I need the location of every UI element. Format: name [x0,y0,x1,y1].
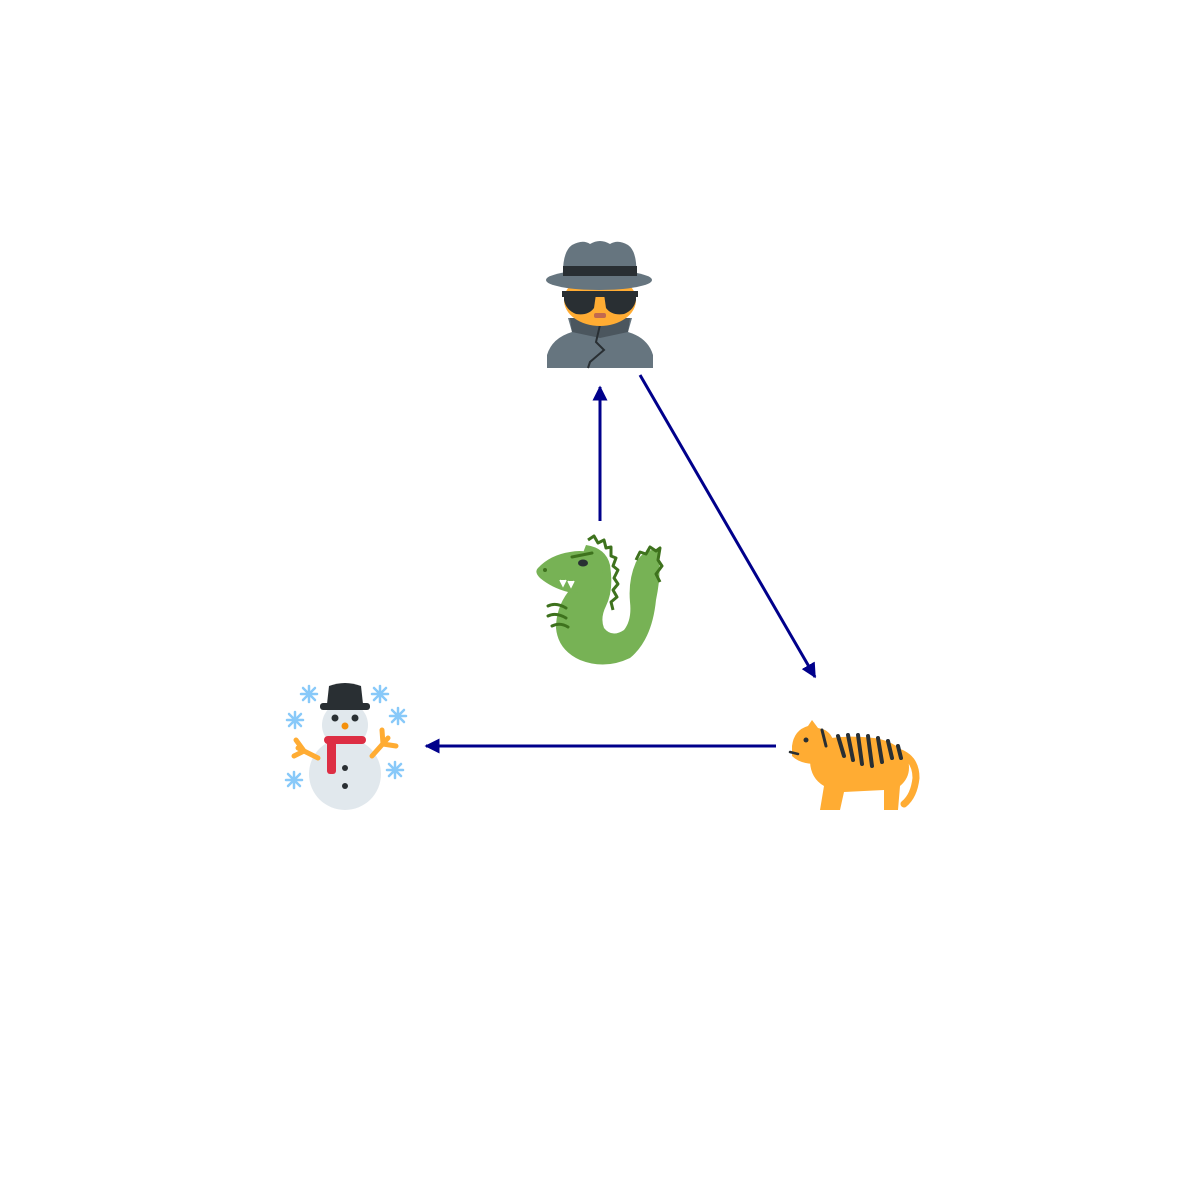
dragon-icon [536,534,664,665]
snowman-icon [284,683,408,810]
detective-icon [546,241,653,369]
snowflake-icon [284,684,408,790]
edge-spy-to-tiger [638,374,817,679]
tiger-icon [788,720,920,810]
